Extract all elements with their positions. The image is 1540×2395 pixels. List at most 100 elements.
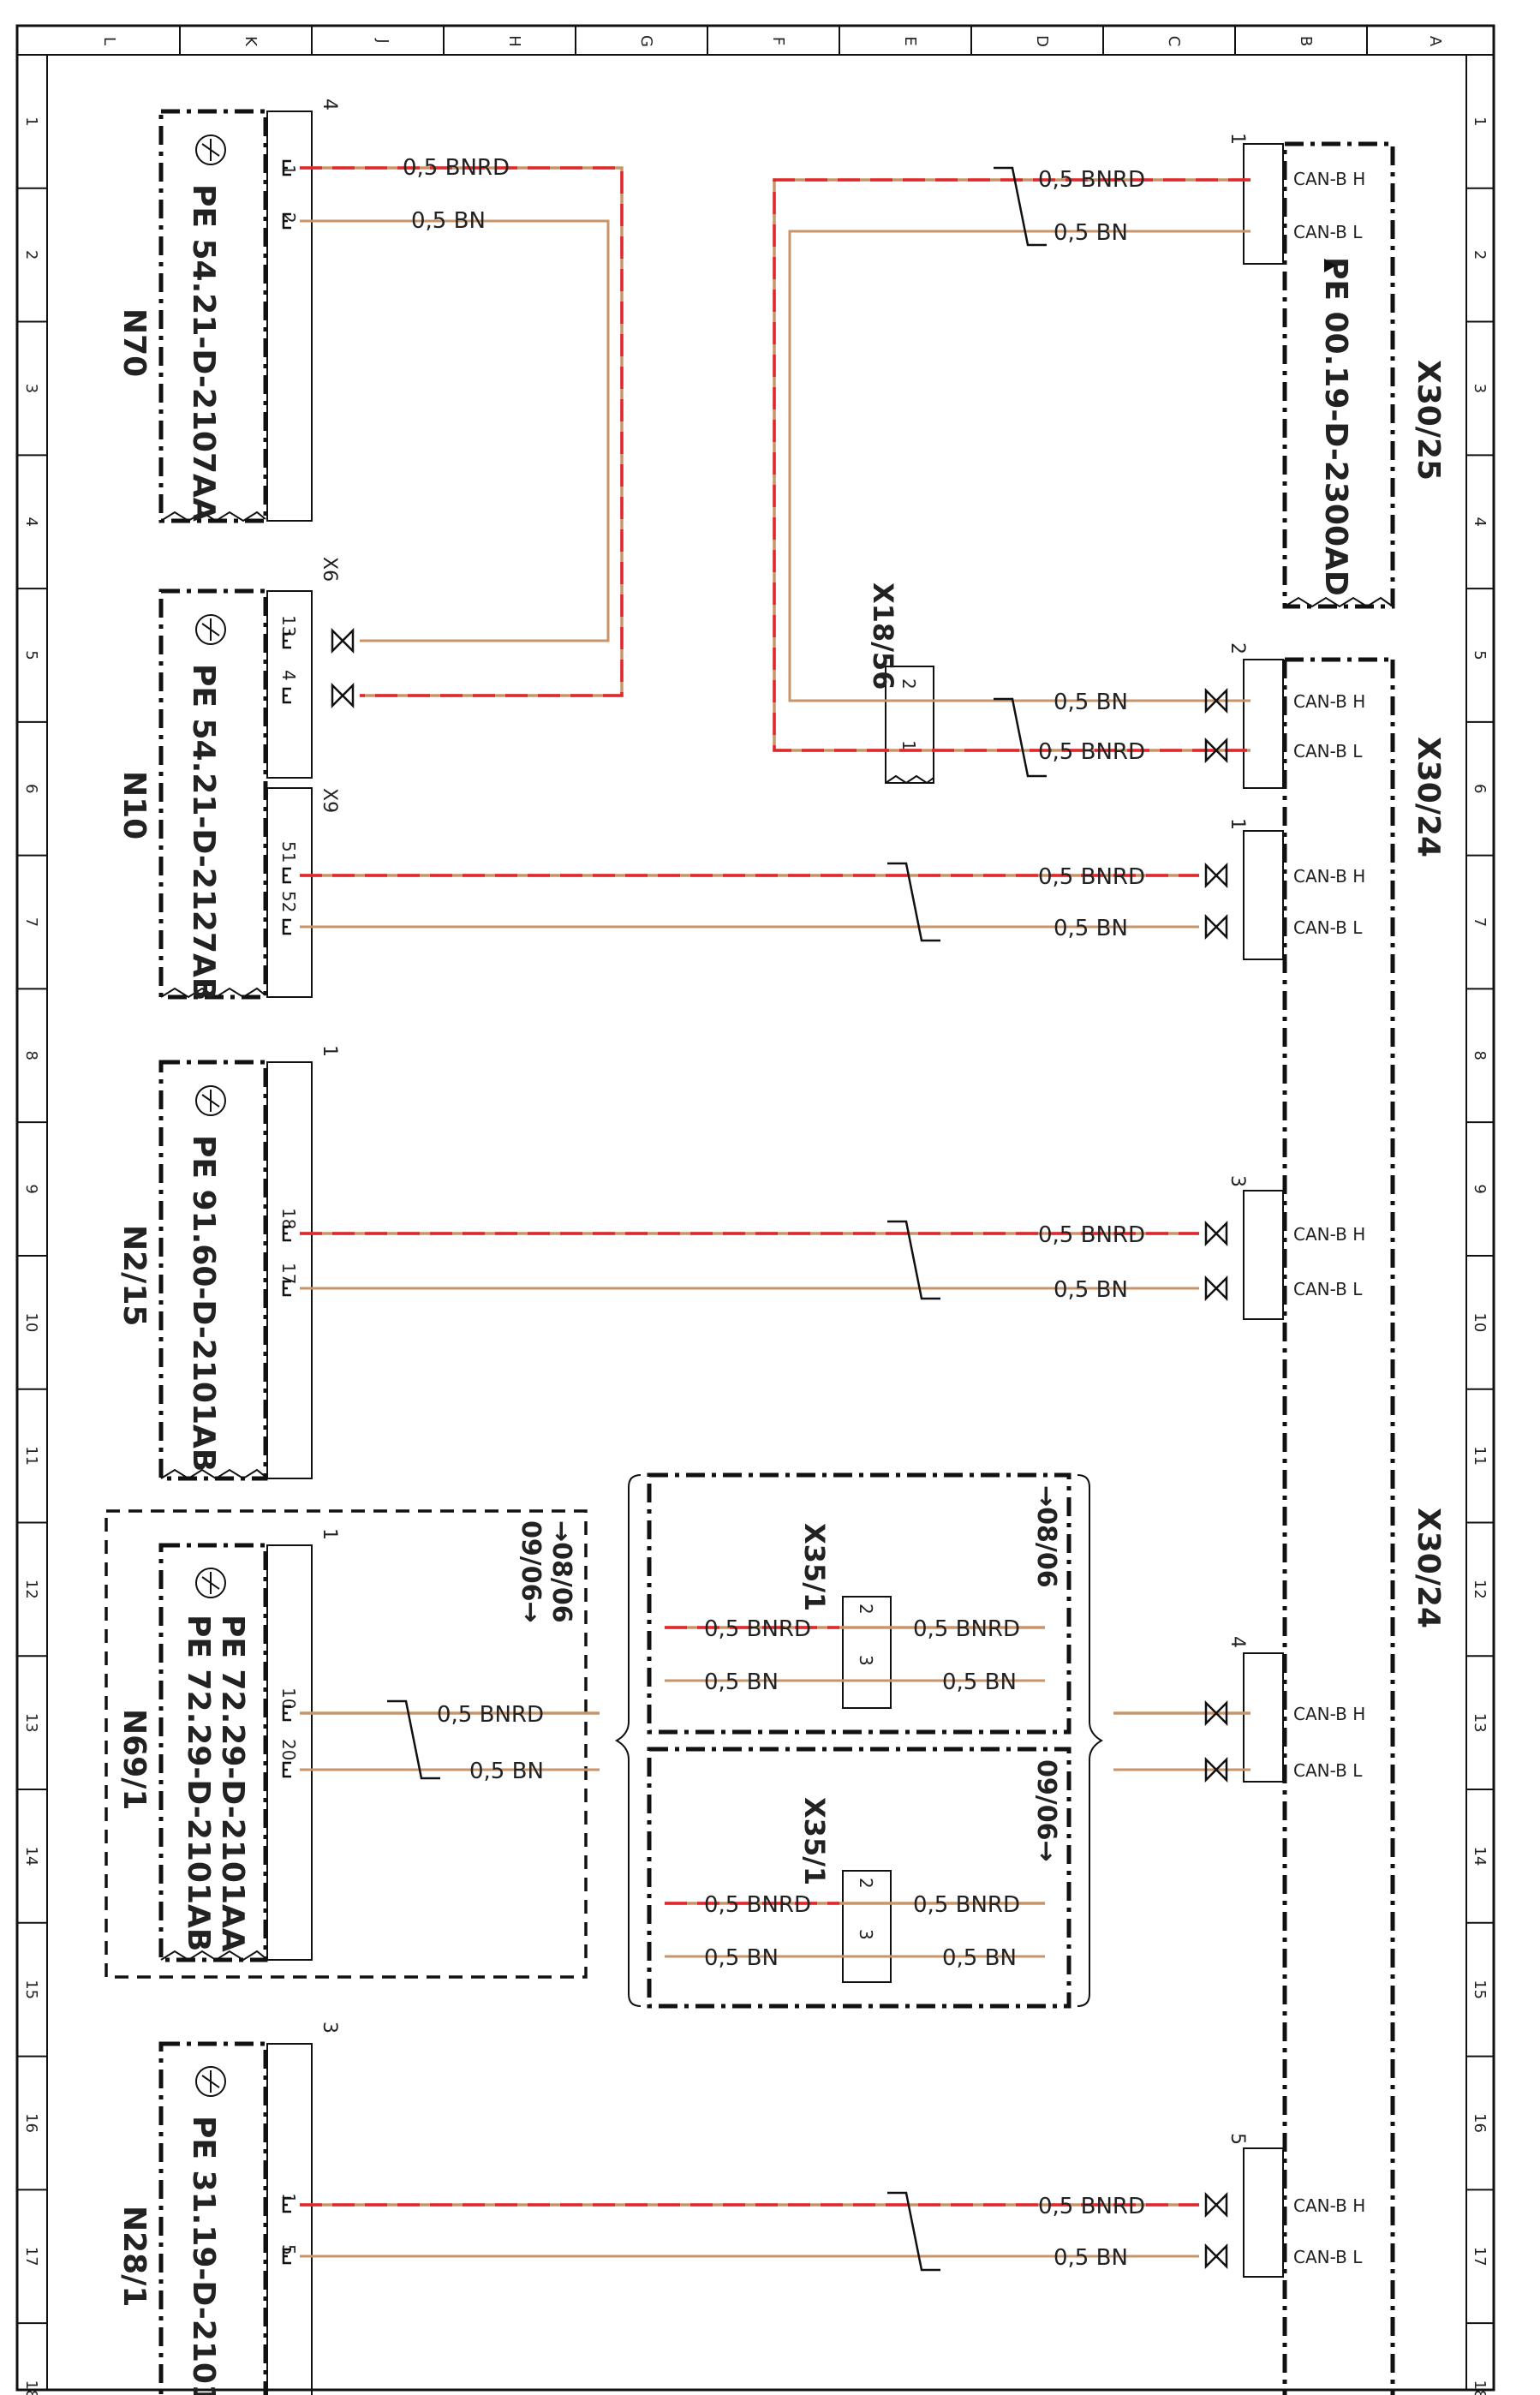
- component-ref: PE 91.60-D-2101AB: [186, 1135, 221, 1472]
- can-label: CAN-B H: [1293, 1704, 1365, 1724]
- connector-number: 4: [1227, 1636, 1248, 1648]
- control-unit-icon: [195, 2066, 226, 2097]
- wires: [300, 166, 1251, 2258]
- row-label: 4: [22, 517, 40, 526]
- plug-number: 4: [319, 99, 340, 110]
- component-name: X30/24: [1411, 1508, 1446, 1628]
- connector-number: 1: [1227, 133, 1248, 145]
- component-n2-15: 1 PE 91.60-D-2101AB N2/15 18 17: [116, 1045, 340, 1481]
- wire-label: 0,5 BNRD: [1038, 167, 1145, 193]
- wire-label: 0,5 BN: [469, 1759, 544, 1784]
- component-name: N28/1: [116, 2206, 152, 2307]
- row-label: 17: [1471, 2247, 1489, 2267]
- plug-number: 1: [319, 1045, 340, 1057]
- component-ref: PE 31.19-D-2101: [186, 2116, 221, 2395]
- component-name: X35/1: [798, 1797, 831, 1885]
- col-label: D: [1033, 35, 1051, 47]
- col-label: J: [373, 38, 391, 43]
- connector-number: 2: [1227, 642, 1248, 654]
- row-label: 14: [1471, 1846, 1489, 1866]
- row-label: 6: [1471, 784, 1489, 793]
- pin-label: 3: [856, 1655, 876, 1666]
- row-label: 8: [1471, 1051, 1489, 1060]
- row-label: 14: [22, 1846, 40, 1866]
- wire-label: 0,5 BN: [942, 1945, 1017, 1971]
- row-label: 1: [22, 116, 40, 126]
- component-x35-1-group: X35/1 X35/1 →08/06 09/06→ 2 3 2 3: [614, 1472, 1104, 2009]
- component-ref: PE 72.29-D-2101AA: [215, 1615, 250, 1952]
- pin-label: 52: [278, 891, 299, 912]
- component-name: N69/1: [116, 1709, 152, 1810]
- row-label: 15: [1471, 1980, 1489, 1999]
- row-label: 17: [22, 2247, 40, 2267]
- pin-label: 20: [278, 1739, 299, 1760]
- row-label: 7: [22, 917, 40, 927]
- row-label: 11: [22, 1446, 40, 1466]
- wire-label: 0,5 BN: [1054, 690, 1128, 715]
- row-label: 1: [1471, 116, 1489, 126]
- plug-number: 3: [319, 2022, 340, 2034]
- col-label: A: [1426, 36, 1444, 47]
- component-n69-1: 1 PE 72.29-D-2101AA PE 72.29-D-2101AB N6…: [104, 1509, 588, 1979]
- row-label: 12: [1471, 1580, 1489, 1599]
- component-name: N2/15: [116, 1225, 152, 1326]
- wire-label: 0,5 BN: [704, 1945, 779, 1971]
- wire-label: 0,5 BN: [1054, 220, 1128, 246]
- col-label: L: [100, 37, 118, 45]
- component-x30-25: 1 X30/25 PE 00.19-D-2300AD: [1227, 133, 1446, 609]
- can-label: CAN-B H: [1293, 1224, 1365, 1245]
- can-labels: CAN-B H CAN-B L CAN-B H CAN-B L CAN-B H …: [1293, 169, 1365, 2267]
- control-unit-icon: [195, 134, 226, 165]
- pointer-hand-icon: [1324, 259, 1336, 272]
- can-label: CAN-B L: [1293, 917, 1363, 938]
- can-label: CAN-B L: [1293, 2247, 1363, 2267]
- col-label: G: [637, 35, 655, 47]
- can-label: CAN-B H: [1293, 2195, 1365, 2216]
- bus-connectors: 2 1 3 4 5: [1227, 642, 1284, 2278]
- pin-label: 1: [898, 740, 919, 751]
- component-name: X18/56: [867, 582, 899, 690]
- control-unit-icon: [195, 1568, 226, 1598]
- date-validity: 09/06→: [516, 1520, 546, 1623]
- control-unit-icon: [195, 1085, 226, 1116]
- component-x30-24-bus: X30/24 X30/24: [1282, 657, 1446, 2395]
- separation-points: [331, 627, 1228, 2270]
- can-label: CAN-B H: [1293, 169, 1365, 189]
- wire-label: 0,5 BNRD: [1038, 864, 1145, 890]
- component-ref: PE 72.29-D-2101AB: [181, 1615, 216, 1951]
- component-name: N10: [116, 771, 152, 839]
- can-label: CAN-B L: [1293, 1279, 1363, 1299]
- row-label: 18: [22, 2380, 40, 2395]
- row-label: 16: [1471, 2113, 1489, 2133]
- wire-label: 0,5 BNRD: [437, 1702, 544, 1728]
- col-label: K: [242, 36, 260, 47]
- row-label: 16: [22, 2113, 40, 2133]
- row-label: 7: [1471, 917, 1489, 927]
- twisted-pair-markers: [387, 166, 1047, 2272]
- date-validity: →08/06: [546, 1520, 576, 1623]
- wire-label: 0,5 BN: [411, 208, 486, 234]
- row-label: 2: [1471, 250, 1489, 260]
- row-label: 9: [1471, 1184, 1489, 1193]
- wire-label: 0,5 BN: [942, 1669, 1017, 1695]
- plug-label: X9: [319, 788, 340, 813]
- can-label: CAN-B H: [1293, 691, 1365, 712]
- drawing-frame: [15, 24, 1495, 2392]
- wire-label: 0,5 BNRD: [704, 1616, 811, 1642]
- date-validity: 09/06→: [1031, 1759, 1061, 1862]
- pin-label: 3: [856, 1929, 876, 1940]
- row-label: 13: [1471, 1713, 1489, 1733]
- wire-label: 0,5 BN: [1054, 1277, 1128, 1303]
- wire-label: 0,5 BNRD: [1038, 739, 1145, 765]
- col-label: B: [1297, 36, 1315, 46]
- wire-labels: 0,5 BNRD 0,5 BN 0,5 BNRD 0,5 BN 0,5 BN 0…: [403, 155, 1145, 2271]
- component-name: X35/1: [798, 1523, 831, 1611]
- component-name: X30/24: [1411, 737, 1446, 857]
- component-n70: 4 PE 54.21-D-2107AA N70 1 2: [116, 99, 340, 523]
- component-x18-56: X18/56 2 1: [867, 582, 934, 785]
- wire-label: 0,5 BN: [1054, 916, 1128, 941]
- row-label: 10: [1471, 1312, 1489, 1332]
- connector-number: 5: [1227, 2133, 1248, 2145]
- row-label: 6: [22, 784, 40, 793]
- wire-label: 0,5 BNRD: [403, 155, 510, 181]
